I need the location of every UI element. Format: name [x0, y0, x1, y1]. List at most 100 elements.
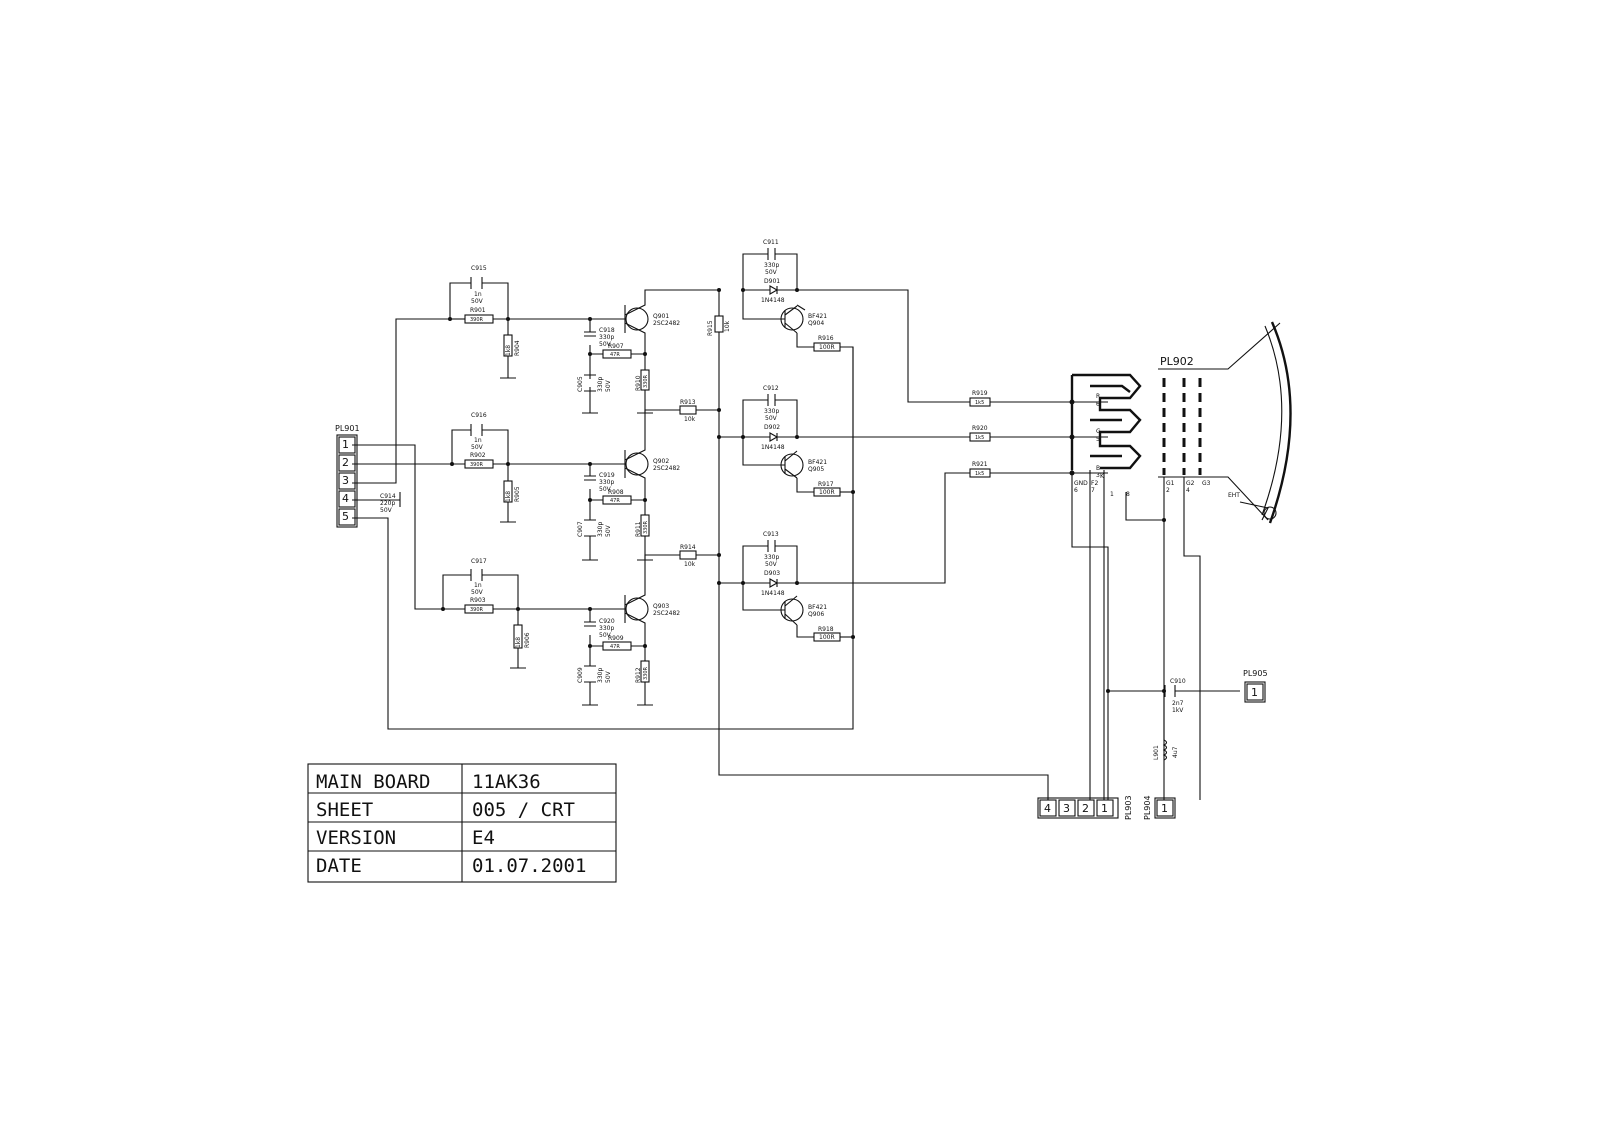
- r915-body: [714, 315, 724, 333]
- r906-value: 1k8: [515, 637, 522, 648]
- c912-ref: C912: [763, 385, 779, 392]
- q902-ref: Q902: [653, 458, 669, 465]
- crt-socket: [1070, 373, 1202, 475]
- r902-ref: R902: [470, 452, 486, 459]
- title-version-label: VERSION: [316, 827, 396, 849]
- q903-symbol: [625, 597, 649, 621]
- q904-symbol: [780, 307, 804, 331]
- c910-rating: 1kV: [1172, 707, 1184, 714]
- c916-rating: 50V: [471, 444, 484, 451]
- c911-rating: 50V: [765, 269, 778, 276]
- r906-ref: R906: [524, 632, 531, 648]
- r905-body: [503, 480, 513, 503]
- c919-rating: 50V: [599, 486, 612, 493]
- crt-pin-g: G: [1096, 428, 1101, 435]
- crt-pin-g1-num: 2: [1166, 487, 1170, 494]
- r904-value: 1k8: [505, 345, 512, 356]
- resistors: [464, 314, 991, 683]
- crt-pin-labels: R 6 G 5 B 3 GND 6 F2 7 K 8 1 G1 2 G2 4 G…: [1074, 393, 1240, 499]
- r918-value: 100R: [819, 634, 835, 641]
- crt-pin-f2: F2: [1091, 480, 1098, 487]
- q905-type: BF421: [808, 459, 827, 466]
- c916-ref: C916: [471, 412, 487, 419]
- crt-pin-f1: 1: [1110, 491, 1114, 498]
- pl905-pin-1: 1: [1251, 686, 1258, 699]
- r910-body: [640, 369, 650, 391]
- title-date-value: 01.07.2001: [472, 855, 586, 877]
- pl903-pin-4: 4: [1044, 802, 1051, 815]
- d903-type: 1N4148: [761, 590, 785, 597]
- r913-ref: R913: [680, 399, 696, 406]
- r903-value: 390R: [470, 607, 484, 613]
- crt-pin-gnd: GND: [1074, 480, 1088, 487]
- pl902-label: PL902: [1160, 355, 1194, 368]
- r916-ref: R916: [818, 335, 834, 342]
- diodes: [769, 285, 779, 588]
- pl903-label: PL903: [1124, 795, 1133, 820]
- r914-value: 10k: [684, 561, 696, 568]
- q906-ref: Q906: [808, 611, 824, 618]
- r921-ref: R921: [972, 461, 988, 468]
- crt-pin-g3: G3: [1202, 480, 1211, 487]
- r917-ref: R917: [818, 481, 834, 488]
- r912-value: 330R: [643, 666, 649, 680]
- c913-rating: 50V: [765, 561, 778, 568]
- r905-ref: R905: [514, 486, 521, 502]
- c920-ref: C920: [599, 618, 615, 625]
- c915-value: 1n: [474, 291, 482, 298]
- q905-symbol: [780, 453, 804, 477]
- r918-body: [813, 632, 841, 642]
- title-block: MAIN BOARD 11AK36 SHEET 005 / CRT VERSIO…: [307, 763, 617, 883]
- pl901-pin-2: 2: [342, 456, 349, 469]
- pl904-pin-1: 1: [1161, 802, 1168, 815]
- c917-rating: 50V: [471, 589, 484, 596]
- r909-body: [602, 641, 632, 651]
- title-sheet-label: SHEET: [316, 799, 373, 821]
- d903-ref: D903: [764, 570, 780, 577]
- c909-value: 330p: [597, 668, 604, 683]
- c905-ref: C905: [577, 376, 584, 392]
- q901-ref: Q901: [653, 313, 669, 320]
- r911-ref: R911: [635, 521, 642, 537]
- q902-type: 2SC2482: [653, 465, 680, 472]
- r917-value: 100R: [819, 489, 835, 496]
- d902-type: 1N4148: [761, 444, 785, 451]
- pl901-label: PL901: [335, 424, 360, 433]
- pl905-connector: 1 PL905: [1243, 669, 1268, 703]
- c910-value: 2n7: [1172, 700, 1184, 707]
- d902-ref: D902: [764, 424, 780, 431]
- q903-ref: Q903: [653, 603, 669, 610]
- title-version-value: E4: [472, 827, 495, 849]
- r911-value: 330R: [643, 520, 649, 534]
- r915-ref: R915: [707, 320, 714, 336]
- q905-ref: Q905: [808, 466, 824, 473]
- crt-pin-5: 5: [1096, 436, 1100, 443]
- r916-body: [813, 342, 841, 352]
- r920-value: 1k5: [975, 435, 984, 441]
- title-date-label: DATE: [316, 855, 362, 877]
- r904-ref: R904: [514, 340, 521, 356]
- c918-rating: 50V: [599, 341, 612, 348]
- pl901-connector: 1 2 3 4 5 PL901: [335, 424, 360, 528]
- r919-body: [969, 397, 991, 407]
- c905-value: 330p: [597, 377, 604, 392]
- inductor-l901: [1162, 739, 1168, 761]
- crt-pin-eht: EHT: [1228, 492, 1240, 499]
- pl903-pin-1: 1: [1101, 802, 1108, 815]
- crt-pin-6: 6: [1096, 401, 1100, 408]
- r904-body: [503, 334, 513, 357]
- c915-ref: C915: [471, 265, 487, 272]
- r918-ref: R918: [818, 626, 834, 633]
- c909-rating: 50V: [605, 670, 612, 683]
- q901-type: 2SC2482: [653, 320, 680, 327]
- r912-ref: R912: [635, 667, 642, 683]
- r903-ref: R903: [470, 597, 486, 604]
- c917-ref: C917: [471, 558, 487, 565]
- r901-ref: R901: [470, 307, 486, 314]
- c918-ref: C918: [599, 327, 615, 334]
- c917-value: 1n: [474, 582, 482, 589]
- q906-type: BF421: [808, 604, 827, 611]
- r909-value: 47R: [610, 644, 620, 650]
- q904-type: BF421: [808, 313, 827, 320]
- component-labels: C915 1n 50V R901 390R 1k8 R904 C918 330p…: [380, 239, 1186, 760]
